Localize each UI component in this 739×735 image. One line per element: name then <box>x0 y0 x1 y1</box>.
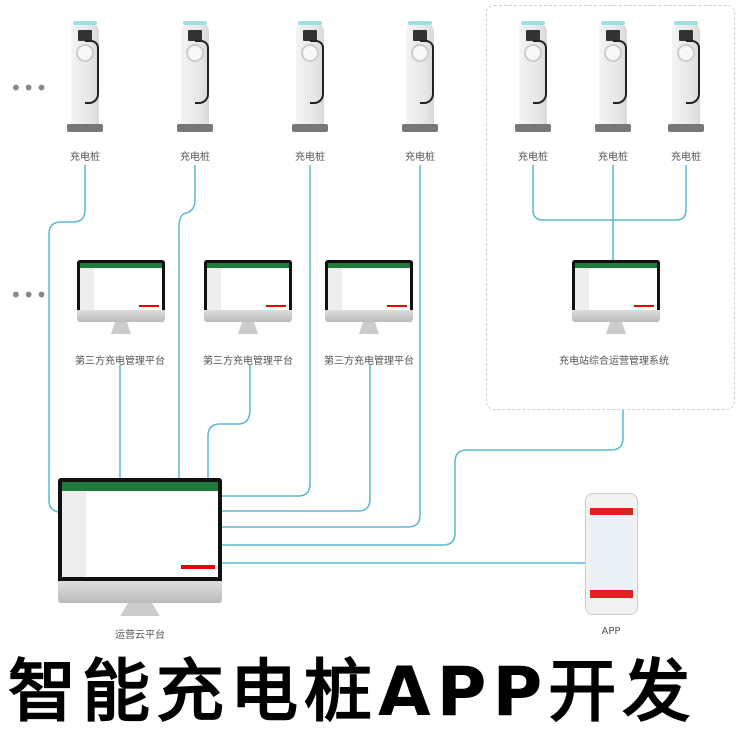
line-charger1-cloud <box>48 165 86 513</box>
station-system-label: 充电站综合运营管理系统 <box>559 356 669 367</box>
third-party-platform-monitor-1 <box>77 260 165 336</box>
charger-label: 充电桩 <box>598 152 628 163</box>
station-group-box <box>486 5 735 410</box>
line-station-bus <box>532 165 687 262</box>
cloud-platform-label: 运营云平台 <box>115 630 165 641</box>
line-charger4-cloud <box>220 165 421 528</box>
third-party-platform-monitor-3 <box>325 260 413 336</box>
third-party-platform-monitor-2 <box>204 260 292 336</box>
charger-6 <box>593 18 633 136</box>
charger-label: 充电桩 <box>295 152 325 163</box>
charger-3 <box>290 18 330 136</box>
cloud-platform-monitor <box>58 478 222 616</box>
third-party-platform-label: 第三方充电管理平台 <box>75 356 165 367</box>
station-system-monitor <box>572 260 660 336</box>
more-chargers-ellipsis: ••• <box>10 76 49 100</box>
line-charger2-cloud <box>178 165 196 480</box>
charger-2 <box>175 18 215 136</box>
charger-label: 充电桩 <box>180 152 210 163</box>
app-label: APP <box>601 626 621 637</box>
line-platform2-cloud <box>207 365 251 480</box>
app-phone <box>585 493 638 615</box>
page-title: 智能充电桩APP开发 <box>8 653 697 732</box>
line-platform3-cloud <box>220 365 371 512</box>
charger-5 <box>513 18 553 136</box>
charger-label: 充电桩 <box>671 152 701 163</box>
third-party-platform-label: 第三方充电管理平台 <box>203 356 293 367</box>
line-station-cloud <box>220 410 624 546</box>
charger-7 <box>666 18 706 136</box>
charger-label: 充电桩 <box>518 152 548 163</box>
third-party-platform-label: 第三方充电管理平台 <box>324 356 414 367</box>
line-charger3-cloud <box>220 165 311 497</box>
app-screen <box>590 508 633 598</box>
charger-label: 充电桩 <box>70 152 100 163</box>
charger-1 <box>65 18 105 136</box>
charger-4 <box>400 18 440 136</box>
charger-label: 充电桩 <box>405 152 435 163</box>
more-platforms-ellipsis: ••• <box>10 283 49 307</box>
